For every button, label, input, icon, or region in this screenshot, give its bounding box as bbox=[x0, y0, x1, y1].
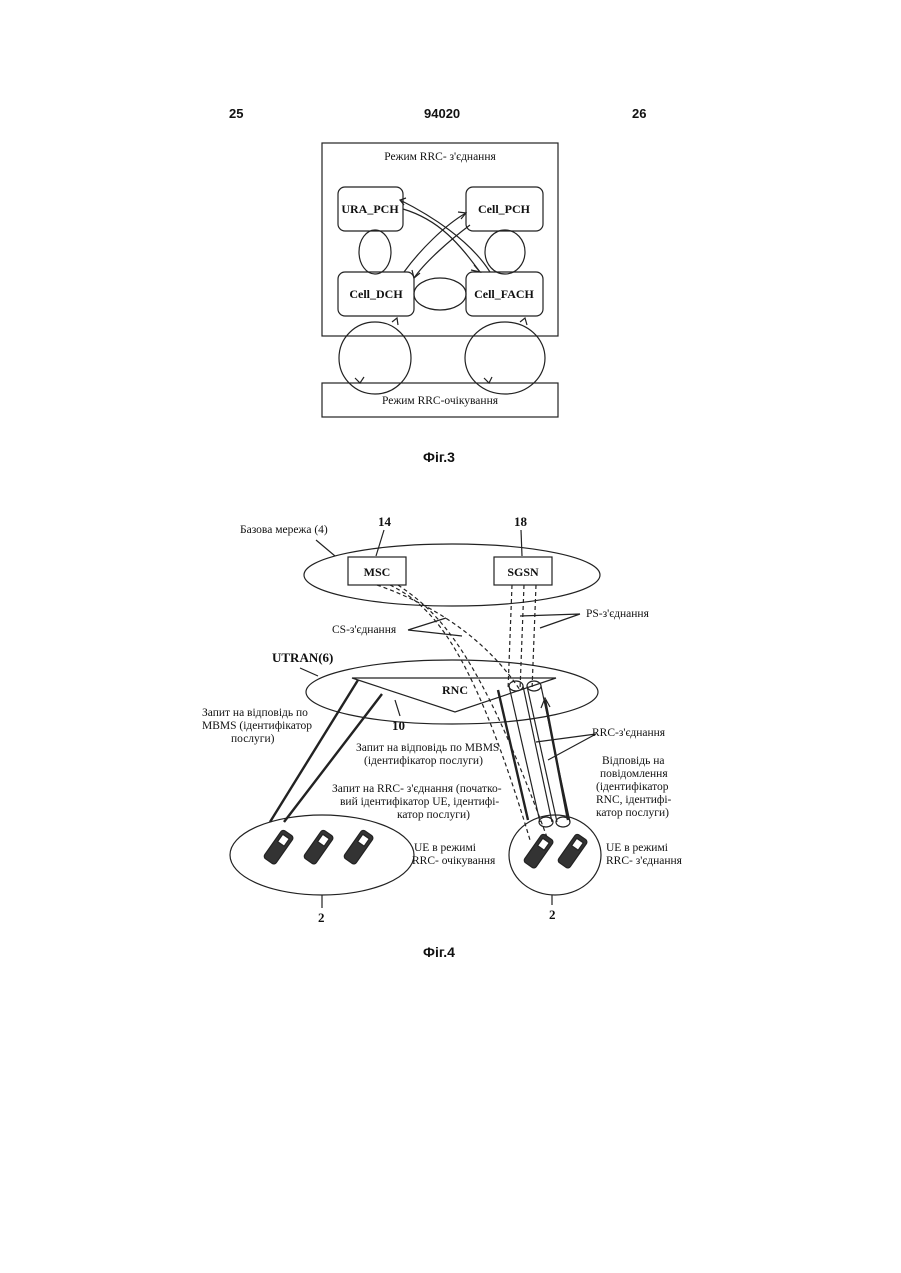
sgsn-ref: 18 bbox=[514, 514, 528, 529]
arrowhead bbox=[355, 377, 364, 383]
transition-pch-dch bbox=[414, 225, 470, 278]
arrowhead bbox=[471, 265, 480, 272]
mbms-request-center-line2: (ідентифікатор послуги) bbox=[364, 755, 483, 767]
rrc-connected-mode-box bbox=[322, 143, 558, 336]
reply-line3: (ідентифікатор bbox=[596, 781, 669, 793]
ue-connected-group-ellipse bbox=[509, 815, 601, 895]
rnc-label: RNC bbox=[442, 683, 468, 697]
reply-line2: повідомлення bbox=[600, 768, 668, 780]
loop-dch-fach bbox=[414, 278, 466, 310]
fig3-caption: Фіг.3 bbox=[423, 449, 455, 465]
sgsn-ref-leader bbox=[521, 530, 522, 556]
ps-connection-line-2 bbox=[520, 585, 524, 690]
ps-connection-label: PS-з'єднання bbox=[586, 608, 650, 620]
state-ura-pch-label: URA_PCH bbox=[341, 202, 399, 216]
ue-connected-ref: 2 bbox=[549, 907, 556, 922]
connected-mode-label: Режим RRC- з'єднання bbox=[384, 151, 496, 163]
rrc-request-line1: Запит на RRC- з'єднання (початко- bbox=[332, 783, 502, 795]
ue-idle-line2: RRC- очікування bbox=[412, 855, 496, 867]
msc-ref-leader bbox=[376, 530, 384, 556]
rrc-request-line3: катор послуги) bbox=[397, 809, 470, 821]
reply-line4: RNC, ідентифі- bbox=[596, 794, 672, 806]
transition-ura-fach bbox=[403, 209, 480, 272]
rnc-ref: 10 bbox=[392, 718, 405, 733]
ps-pointer bbox=[520, 614, 580, 628]
phone-icon bbox=[523, 833, 554, 869]
ue-connected-line1: UE в режимі bbox=[606, 842, 668, 854]
cs-connection-line-1 bbox=[377, 585, 520, 690]
cs-connection-label: CS-з'єднання bbox=[332, 624, 397, 636]
fig3-labels: Режим RRC- з'єднання Режим RRC-очікуванн… bbox=[341, 151, 534, 407]
reply-line5: катор послуги) bbox=[596, 807, 669, 819]
core-label-leader bbox=[316, 540, 335, 556]
state-cell-dch-label: Cell_DCH bbox=[349, 287, 403, 301]
mbms-request-center-line1: Запит на відповідь по MBMS bbox=[356, 742, 499, 754]
mbms-request-center-line bbox=[498, 690, 528, 820]
phone-icon bbox=[343, 829, 374, 865]
mbms-request-left-line3: послуги) bbox=[231, 733, 275, 745]
state-cell-pch-label: Cell_PCH bbox=[478, 202, 531, 216]
arrowhead bbox=[392, 318, 398, 325]
mbms-request-left-line2: MBMS (ідентифікатор bbox=[202, 720, 312, 732]
utran-label-leader bbox=[300, 668, 318, 676]
msc-ref: 14 bbox=[378, 514, 392, 529]
rrc-pointer bbox=[536, 734, 596, 760]
phone-icon bbox=[557, 833, 588, 869]
arrowhead bbox=[520, 318, 527, 325]
idle-mode-label: Режим RRC-очікування bbox=[382, 395, 499, 407]
sgsn-label: SGSN bbox=[507, 565, 539, 579]
rrc-tube-top-1 bbox=[509, 681, 523, 691]
rrc-request-line2: вий ідентифікатор UE, ідентифі- bbox=[340, 796, 499, 808]
reply-line1: Відповідь на bbox=[602, 755, 664, 767]
core-network-label: Базова мережа (4) bbox=[240, 524, 328, 536]
fig4-caption: Фіг.4 bbox=[423, 944, 455, 960]
state-cell-fach-label: Cell_FACH bbox=[474, 287, 534, 301]
msc-label: MSC bbox=[364, 565, 391, 579]
ue-idle-ref: 2 bbox=[318, 910, 325, 925]
ue-connected-line2: RRC- з'єднання bbox=[606, 855, 683, 867]
loop-ura-dch bbox=[359, 230, 391, 274]
ue-idle-line1: UE в режимі bbox=[414, 842, 476, 854]
transition-fach-ura bbox=[400, 200, 490, 272]
fig3-diagram bbox=[322, 143, 558, 417]
arrowhead bbox=[484, 377, 492, 383]
rnc-ref-leader bbox=[395, 700, 400, 716]
loop-pch-fach bbox=[485, 230, 525, 274]
mbms-request-left-line1: Запит на відповідь по bbox=[202, 707, 308, 719]
rrc-connection-label: RRC-з'єднання bbox=[592, 727, 666, 739]
phone-icon bbox=[263, 829, 294, 865]
utran-label: UTRAN(6) bbox=[272, 650, 333, 665]
phone-icon bbox=[303, 829, 334, 865]
